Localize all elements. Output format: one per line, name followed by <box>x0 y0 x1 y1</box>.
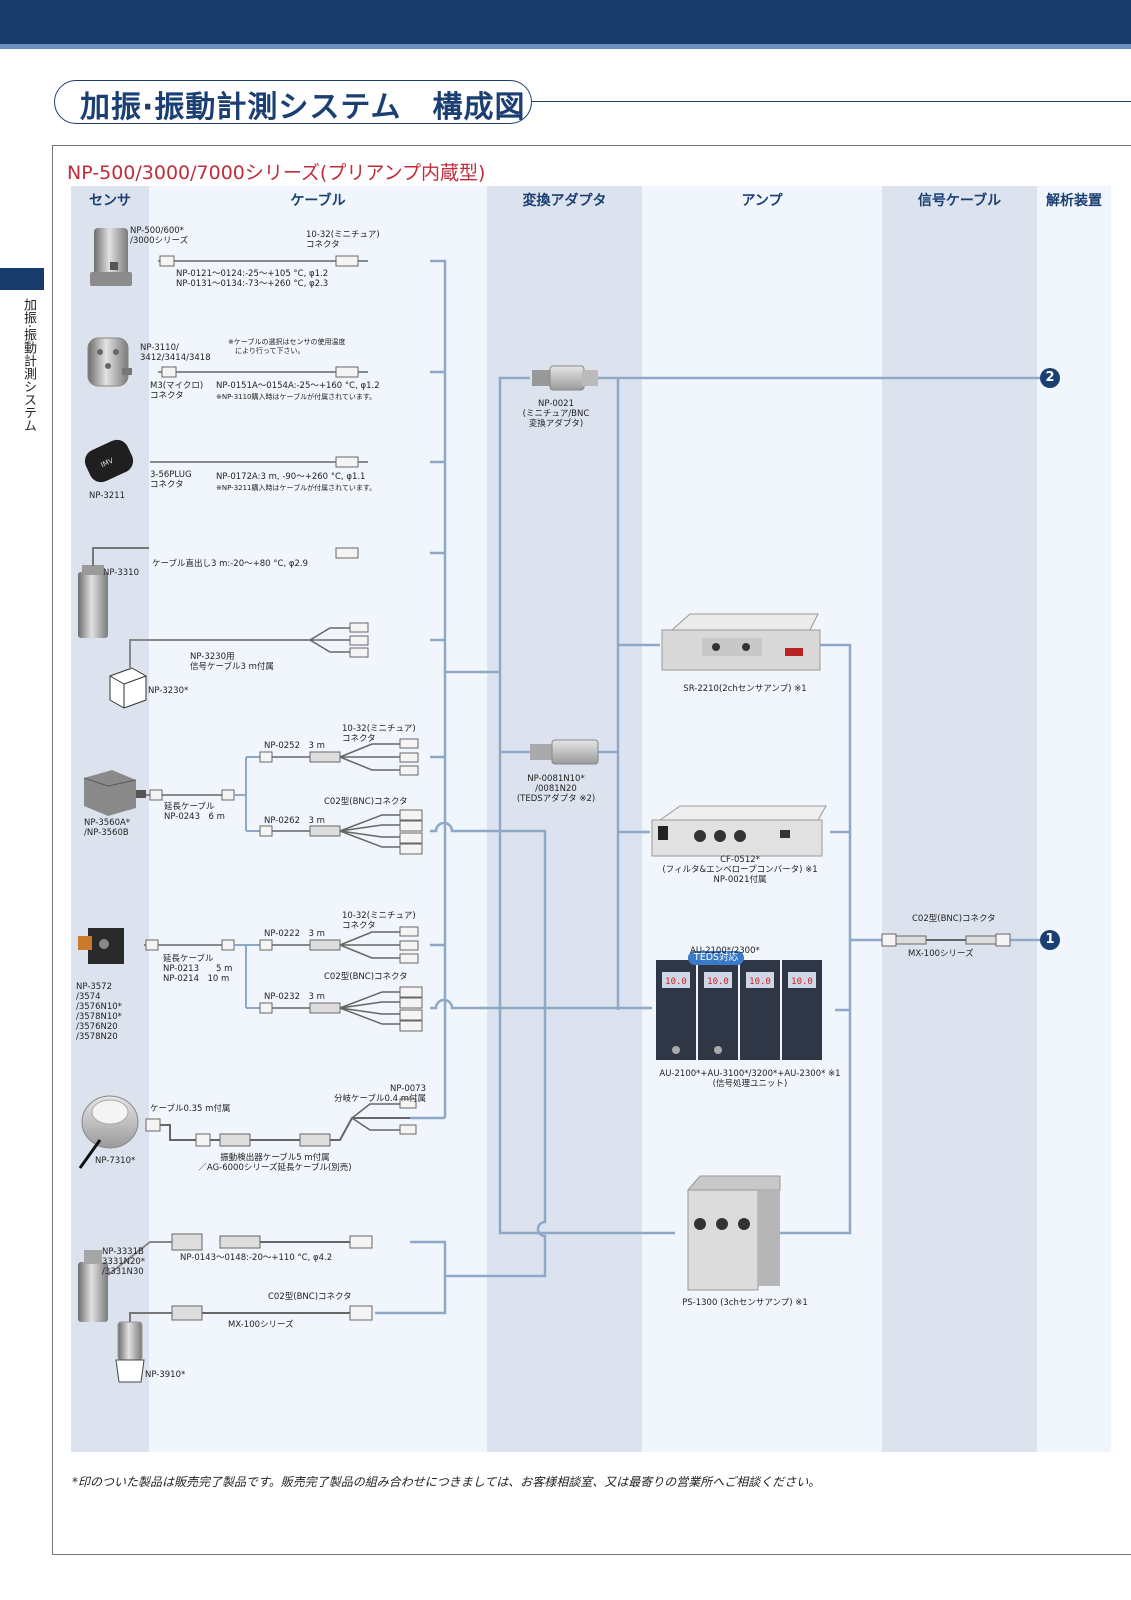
label-c3-spec: NP-0172A:3 m, -90～+260 °C, φ1.1 <box>216 472 366 482</box>
analysis-column <box>1037 186 1111 1452</box>
header-sensor: センサ <box>89 193 131 209</box>
signal-column <box>882 186 1037 1452</box>
amp-cf0512 <box>651 805 827 857</box>
label-np3572: NP-3572 /3574 /3576N10* /3578N10* /3576N… <box>76 982 122 1042</box>
sensor-np3572 <box>78 928 124 964</box>
label-c2-note2: ※NP-3110購入時はケーブルが付属されています。 <box>216 393 377 401</box>
label-np0081: NP-0081N10* /0081N20 (TEDSアダプタ ※2) <box>516 774 596 804</box>
label-np3310: NP-3310 <box>103 568 139 578</box>
label-c8-branch: NP-0073 分岐ケーブル0.4 m付属 <box>334 1084 426 1104</box>
title-frame <box>54 80 532 124</box>
amp-ps1300 <box>686 1175 781 1291</box>
label-c2-spec: NP-0151A～0154A:-25～+160 °C, φ1.2 <box>216 381 380 391</box>
au-display-1: 10.0 <box>665 977 687 987</box>
teds-badge: TEDS対応 <box>688 951 744 965</box>
sensor-np3560 <box>83 770 146 816</box>
header-signal: 信号ケーブル <box>917 193 1002 209</box>
label-np3560: NP-3560A* /NP-3560B <box>84 818 131 838</box>
label-au-model: AU-2100*/2300* <box>690 946 760 956</box>
label-ps1300: PS-1300 (3chセンサアンプ) ※1 <box>682 1298 808 1308</box>
header-stripe <box>0 44 1131 49</box>
adapter-np0021 <box>532 365 598 391</box>
label-c6-conn: 10-32(ミニチュア) コネクタ <box>342 724 416 744</box>
label-np3211: NP-3211 <box>89 491 125 501</box>
label-c2-note: ※ケーブルの選択はセンサの使用温度 により行って下さい。 <box>228 338 346 355</box>
label-c1-spec: NP-0121～0124:-25～+105 °C, φ1.2 NP-0131～0… <box>176 269 329 289</box>
au-display-3: 10.0 <box>749 977 771 987</box>
amp-au-units: 10.0 10.0 10.0 10.0 <box>656 960 822 1060</box>
label-np3331: NP-3331B 3331N20* /3331N30 <box>102 1247 146 1277</box>
label-np3230: NP-3230* <box>148 686 189 696</box>
label-c9-spec: NP-0143～0148:-20～+110 °C, φ4.2 <box>180 1253 333 1263</box>
label-np7310: NP-7310* <box>95 1156 136 1166</box>
au-display-2: 10.0 <box>707 977 729 987</box>
adapter-np0081 <box>530 739 599 765</box>
label-c9-mx: MX-100シリーズ <box>228 1320 294 1330</box>
diagram-frame <box>52 145 1131 1555</box>
series-title: NP-500/3000/7000シリーズ(プリアンプ内蔵型) <box>67 162 486 184</box>
side-tab <box>0 268 44 290</box>
label-c5-spec: NP-3230用 信号ケーブル3 m付属 <box>190 652 274 672</box>
sensor-np3230 <box>109 639 310 709</box>
sensor-column <box>71 186 149 1452</box>
page-title: 加振·振動計測システム 構成図 <box>80 90 526 125</box>
au-display-4: 10.0 <box>791 977 813 987</box>
label-c1-conn: 10-32(ミニチュア) コネクタ <box>306 230 380 250</box>
cable-shapes <box>107 255 1011 1321</box>
label-c7-a: NP-0222 3 m <box>264 929 325 939</box>
amp-sr2210 <box>661 613 821 671</box>
label-c2-conn: M3(マイクロ) コネクタ <box>150 381 204 401</box>
sensor-np7310 <box>78 1095 139 1169</box>
label-signal-series: MX-100シリーズ <box>908 949 974 959</box>
sensor-np500 <box>90 228 132 286</box>
label-c8-ext: 振動検出器ケーブル5 m付属 ／AG-6000シリーズ延長ケーブル(別売) <box>198 1153 352 1173</box>
output-badge-1: 1 <box>1040 930 1060 950</box>
label-np500: NP-500/600* /3000シリーズ <box>130 226 189 246</box>
sensor-np3110 <box>87 337 132 387</box>
header-bar <box>0 0 1131 44</box>
label-np3110: NP-3110/ 3412/3414/3418 <box>140 343 211 363</box>
footnote: *印のついた製品は販売完了製品です。販売完了製品の組み合わせにつきましては、お客… <box>72 1475 821 1489</box>
label-c4-spec: ケーブル直出し3 m:-20～+80 °C, φ2.9 <box>152 559 308 569</box>
label-c8-att: ケーブル0.35 m付属 <box>150 1104 231 1114</box>
signal-lines <box>375 259 1040 1315</box>
side-label: 加振·振動計測システム <box>21 298 36 433</box>
label-c6-ext: 延長ケーブル NP-0243 6 m <box>164 802 225 822</box>
header-adapter: 変換アダプタ <box>522 193 607 209</box>
title-rule <box>532 101 1131 102</box>
label-c3-note: ※NP-3211購入時はケーブルが付属されています。 <box>216 484 377 492</box>
header-amp: アンプ <box>741 193 783 209</box>
label-c7-conn: 10-32(ミニチュア) コネクタ <box>342 911 416 931</box>
label-np3910: NP-3910* <box>145 1370 186 1380</box>
label-cf0512: CF-0512* (フィルタ&エンベロープコンバータ) ※1 NP-0021付属 <box>662 855 818 885</box>
label-c7-bnc: C02型(BNC)コネクタ <box>324 972 408 982</box>
header-cable: ケーブル <box>290 193 346 209</box>
label-c6-b: NP-0262 3 m <box>264 816 325 826</box>
sensor-np3331 <box>78 1250 108 1322</box>
output-badge-2: 2 <box>1040 368 1060 388</box>
sensor-np3910 <box>115 1312 172 1383</box>
label-c3-conn: 3-56PLUG コネクタ <box>150 470 192 490</box>
label-np0021: NP-0021 (ミニチュア/BNC 変換アダプタ) <box>522 399 590 429</box>
label-sr2210: SR-2210(2chセンサアンプ) ※1 <box>683 684 807 694</box>
label-c9-bnc: C02型(BNC)コネクタ <box>268 1292 352 1302</box>
label-signal-conn: C02型(BNC)コネクタ <box>912 914 996 924</box>
label-c7-b: NP-0232 3 m <box>264 992 325 1002</box>
sensor-np3211: IMV <box>84 439 134 483</box>
label-au-desc: AU-2100*+AU-3100*/3200*+AU-2300* ※1 (信号処… <box>659 1069 841 1089</box>
header-analysis: 解析装置 <box>1046 193 1102 209</box>
label-c7-ext: 延長ケーブル NP-0213 5 m NP-0214 10 m <box>163 954 233 984</box>
sensor-np3310 <box>78 547 149 638</box>
label-c6-bnc: C02型(BNC)コネクタ <box>324 797 408 807</box>
adapter-column <box>487 186 642 1452</box>
label-c6-a: NP-0252 3 m <box>264 741 325 751</box>
